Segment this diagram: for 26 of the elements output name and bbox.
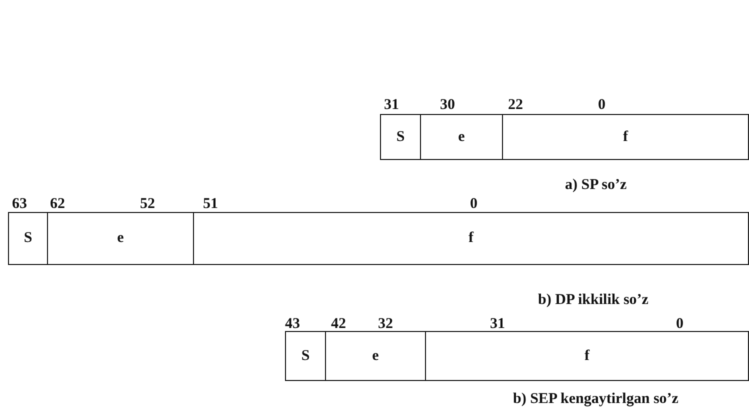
bit-number: 0 bbox=[598, 97, 606, 113]
bit-field: S bbox=[380, 114, 421, 160]
bit-number: 63 bbox=[12, 196, 27, 212]
bit-number: 51 bbox=[203, 196, 218, 212]
bit-number: 31 bbox=[490, 316, 505, 332]
bit-number: 31 bbox=[384, 97, 399, 113]
bit-field: S bbox=[285, 331, 326, 381]
bit-number: 0 bbox=[676, 316, 684, 332]
bit-field: f bbox=[502, 114, 749, 160]
bit-number: 22 bbox=[508, 97, 523, 113]
caption: a) SP so’z bbox=[565, 177, 627, 193]
bit-number: 62 bbox=[50, 196, 65, 212]
bit-number: 43 bbox=[285, 316, 300, 332]
bit-field: f bbox=[193, 212, 749, 265]
bit-number: 0 bbox=[470, 196, 478, 212]
bit-field: e bbox=[47, 212, 194, 265]
bit-field: S bbox=[8, 212, 48, 265]
caption: b) SEP kengaytirlgan so’z bbox=[513, 391, 678, 407]
bit-number: 32 bbox=[378, 316, 393, 332]
bit-number: 52 bbox=[140, 196, 155, 212]
bit-number: 42 bbox=[331, 316, 346, 332]
bit-number: 30 bbox=[440, 97, 455, 113]
bit-field: e bbox=[325, 331, 426, 381]
bit-field: e bbox=[420, 114, 503, 160]
caption: b) DP ikkilik so’z bbox=[538, 292, 648, 308]
bit-field: f bbox=[425, 331, 749, 381]
